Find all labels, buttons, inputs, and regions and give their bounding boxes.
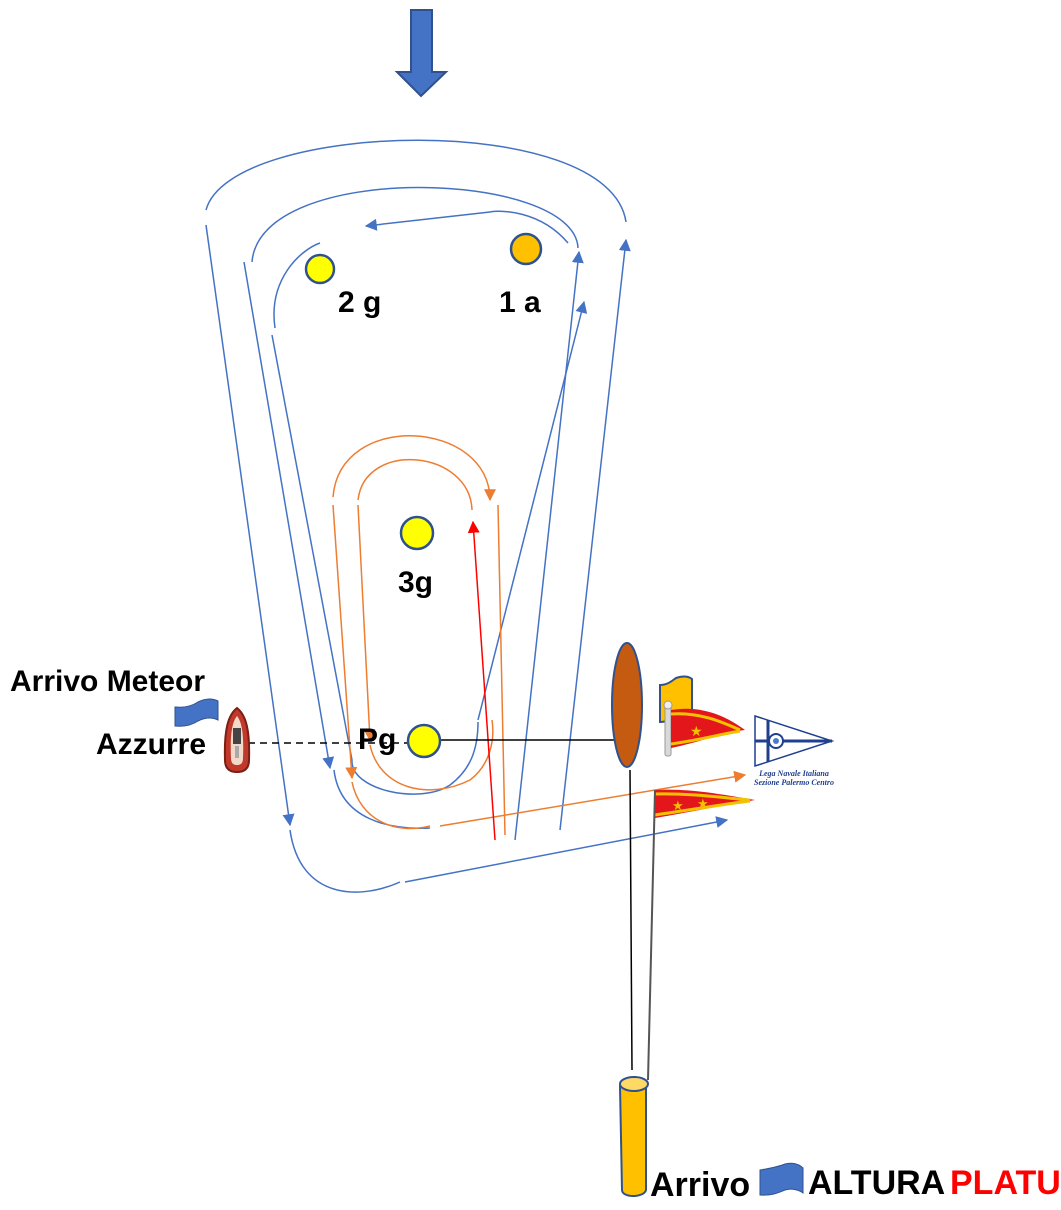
mark-3-yellow <box>399 515 435 551</box>
arrivo-label: Arrivo <box>650 1166 751 1204</box>
orange-right-leg <box>497 504 506 836</box>
pennant-flag-icon: ★ <box>663 700 745 757</box>
pg-rounding <box>351 721 479 795</box>
red-course <box>467 520 496 841</box>
second-right-leg <box>514 250 584 841</box>
pennant-flag-icon: ★ ★ <box>647 789 755 1081</box>
mark-pg-yellow <box>406 723 442 759</box>
rounding-lower <box>333 769 431 829</box>
lni-logo-line2: Sezione Palermo Centro <box>754 777 835 787</box>
orange-finish <box>439 770 747 827</box>
finish-reach <box>404 816 729 883</box>
outer-right-leg <box>559 238 631 831</box>
top-reach <box>364 210 569 244</box>
second-left-leg <box>243 261 335 770</box>
mark-2-label: 2 g <box>338 286 382 319</box>
blue-flag-icon <box>759 1162 804 1196</box>
mark-1-label: 1 a <box>499 286 541 319</box>
mark-2-yellow <box>304 253 336 285</box>
inner-top-loop <box>273 242 321 329</box>
platu-label: PLATU <box>950 1164 1061 1202</box>
bottom-loop <box>289 829 401 893</box>
lni-logo-text: Lega Navale Italiana Sezione Palermo Cen… <box>754 769 835 788</box>
orange-inner-left-leg <box>357 504 376 742</box>
mark-1-orange <box>509 232 543 266</box>
altura-label: ALTURA <box>808 1164 946 1202</box>
red-leg <box>467 520 496 841</box>
lni-logo-line1: Lega Navale Italiana <box>759 769 829 778</box>
mark-pg-label: Pg <box>358 723 397 756</box>
second-loop <box>251 186 579 263</box>
mark-3-label: 3g <box>398 566 434 599</box>
rib-boat-icon <box>223 706 251 774</box>
arrivo-meteor-label: Arrivo Meteor <box>10 665 206 698</box>
orange-bottom <box>351 781 431 830</box>
svg-text:★: ★ <box>672 799 684 814</box>
outer-loop <box>205 139 627 223</box>
marks <box>304 232 543 759</box>
orange-rounding <box>369 719 494 791</box>
blue-flag-icon <box>174 698 219 727</box>
start-line <box>248 739 633 1071</box>
wind-arrow-icon <box>394 9 449 98</box>
svg-text:★: ★ <box>697 797 709 812</box>
orange-inner-loop <box>357 459 473 511</box>
inner-right-leg <box>477 300 588 721</box>
inner-left-leg <box>271 334 353 761</box>
blue-course <box>205 139 729 893</box>
azzurre-label: Azzurre <box>96 728 207 761</box>
svg-text:★: ★ <box>690 724 703 740</box>
outer-left-leg <box>205 224 295 827</box>
orange-left-leg <box>332 504 358 780</box>
lni-burgee-icon <box>754 714 835 768</box>
orange-course <box>332 435 747 836</box>
cylinder-buoy-icon <box>618 1076 649 1197</box>
committee-boat-icon <box>611 642 643 768</box>
orange-outer-loop <box>332 435 496 502</box>
